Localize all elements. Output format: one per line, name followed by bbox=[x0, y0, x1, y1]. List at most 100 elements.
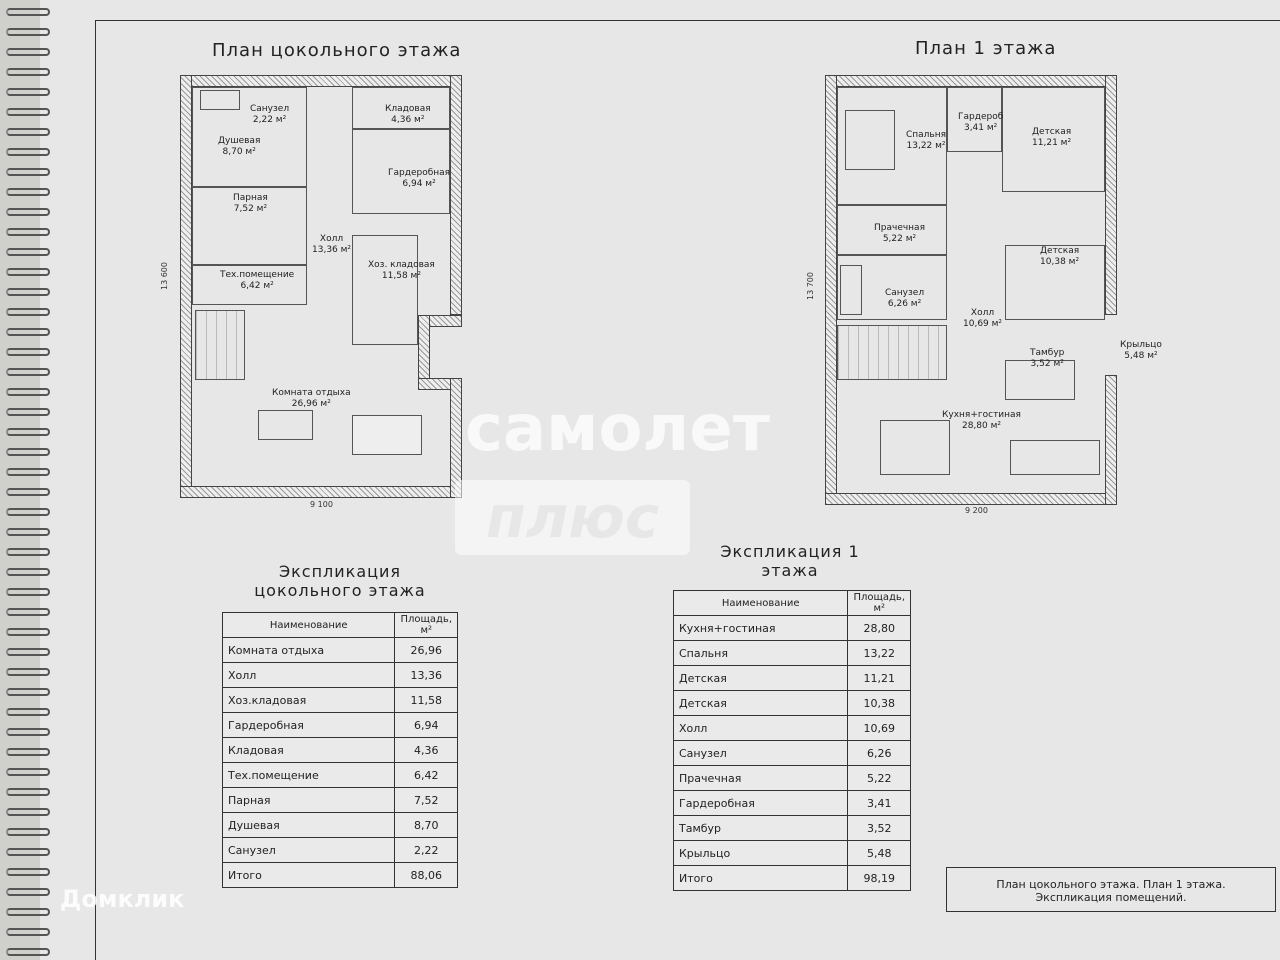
binding-ring bbox=[6, 128, 50, 136]
binding-ring bbox=[6, 928, 50, 936]
cell-name: Кухня+гостиная bbox=[672, 615, 849, 641]
binding-ring bbox=[6, 588, 50, 596]
binding-ring bbox=[6, 348, 50, 356]
binding-ring bbox=[6, 528, 50, 536]
binding-ring bbox=[6, 368, 50, 376]
title-block: План цокольного этажа. План 1 этажа.Эксп… bbox=[946, 867, 1276, 912]
cell-name: Хоз.кладовая bbox=[221, 687, 396, 713]
sheet-frame bbox=[95, 20, 1280, 960]
binding-ring bbox=[6, 688, 50, 696]
cell-area: 4,36 bbox=[394, 737, 458, 763]
binding-ring bbox=[6, 628, 50, 636]
binding-ring bbox=[6, 228, 50, 236]
cell-name: Парная bbox=[221, 787, 396, 813]
cell-area: 6,42 bbox=[394, 762, 458, 788]
basement-explication-title: Экспликация цокольного этажа bbox=[254, 562, 426, 600]
binding-ring bbox=[6, 388, 50, 396]
title-block-line: Экспликация помещений. bbox=[1035, 891, 1187, 904]
cell-area: 98,19 bbox=[847, 865, 911, 891]
basement-plan bbox=[180, 75, 465, 500]
floor1-explication-title: Экспликация 1 этажа bbox=[720, 542, 860, 580]
watermark-samolet: самолет bbox=[465, 392, 770, 466]
binding-ring bbox=[6, 448, 50, 456]
cell-area: 10,38 bbox=[847, 690, 911, 716]
watermark-plus: плюс bbox=[455, 480, 690, 555]
cell-name: Гардеробная bbox=[221, 712, 396, 738]
cell-area: 3,41 bbox=[847, 790, 911, 816]
cell-name: Санузел bbox=[221, 837, 396, 863]
cell-area: 7,52 bbox=[394, 787, 458, 813]
cell-name: Детская bbox=[672, 690, 849, 716]
watermark-domclick: Домклик bbox=[60, 885, 185, 913]
col-header: Наименование bbox=[221, 612, 396, 638]
binding-ring bbox=[6, 308, 50, 316]
cell-name: Тех.помещение bbox=[221, 762, 396, 788]
title-block-line: План цокольного этажа. План 1 этажа. bbox=[996, 878, 1226, 891]
binding-ring bbox=[6, 848, 50, 856]
cell-area: 26,96 bbox=[394, 637, 458, 663]
binding-ring bbox=[6, 648, 50, 656]
binding-ring bbox=[6, 88, 50, 96]
cell-name: Комната отдыха bbox=[221, 637, 396, 663]
binding-ring bbox=[6, 188, 50, 196]
binding-ring bbox=[6, 148, 50, 156]
cell-area: 5,22 bbox=[847, 765, 911, 791]
cell-name: Итого bbox=[672, 865, 849, 891]
cell-area: 6,94 bbox=[394, 712, 458, 738]
binding-ring bbox=[6, 288, 50, 296]
height-dimension: 13 600 bbox=[160, 262, 169, 290]
binding-ring bbox=[6, 268, 50, 276]
basement-plan-title: План цокольного этажа bbox=[212, 40, 462, 61]
cell-name: Тамбур bbox=[672, 815, 849, 841]
binding-ring bbox=[6, 728, 50, 736]
cell-area: 3,52 bbox=[847, 815, 911, 841]
binding-ring bbox=[6, 948, 50, 956]
cell-area: 8,70 bbox=[394, 812, 458, 838]
cell-area: 13,22 bbox=[847, 640, 911, 666]
binding-ring bbox=[6, 488, 50, 496]
binding-ring bbox=[6, 668, 50, 676]
spiral-binding bbox=[0, 0, 60, 960]
cell-area: 10,69 bbox=[847, 715, 911, 741]
binding-ring bbox=[6, 328, 50, 336]
cell-name: Прачечная bbox=[672, 765, 849, 791]
width-dimension: 9 100 bbox=[310, 500, 333, 509]
binding-ring bbox=[6, 208, 50, 216]
cell-area: 88,06 bbox=[394, 862, 458, 888]
binding-ring bbox=[6, 408, 50, 416]
width-dimension: 9 200 bbox=[965, 506, 988, 515]
binding-ring bbox=[6, 508, 50, 516]
